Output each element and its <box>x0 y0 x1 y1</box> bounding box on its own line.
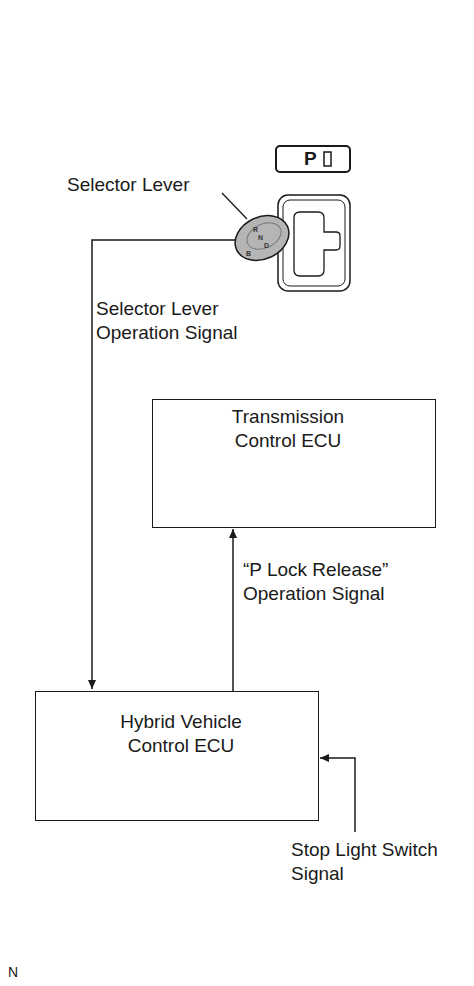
signal-wire <box>320 758 355 832</box>
p-switch <box>276 146 350 172</box>
shift-slot <box>294 212 340 276</box>
ecu-box: Hybrid Vehicle Control ECU <box>35 691 319 821</box>
ecu-box: Transmission Control ECU <box>152 399 436 528</box>
callout-label: P <box>304 146 324 172</box>
selector-knob <box>228 207 297 269</box>
callout-label: N <box>8 960 28 984</box>
ecu-name: Hybrid Vehicle Control ECU <box>106 710 256 758</box>
callout-label: Selector Lever Operation Signal <box>96 297 286 345</box>
position-letter: N <box>258 234 268 242</box>
position-letter: D <box>264 242 274 250</box>
ecu-name: Transmission Control ECU <box>213 405 363 453</box>
shift-gate <box>278 195 350 291</box>
p-switch-indicator <box>324 152 331 166</box>
callout-label: Stop Light Switch Signal <box>291 838 451 886</box>
position-letter: R <box>253 226 263 234</box>
signal-arrow <box>232 529 234 691</box>
knob-face <box>243 218 286 255</box>
position-letter: B <box>246 250 256 258</box>
shift-gate-inner <box>283 200 345 286</box>
callout-label: Selector Lever <box>67 173 227 197</box>
leader-line <box>222 193 247 219</box>
signal-label: “P Lock Release” Operation Signal <box>243 558 433 606</box>
